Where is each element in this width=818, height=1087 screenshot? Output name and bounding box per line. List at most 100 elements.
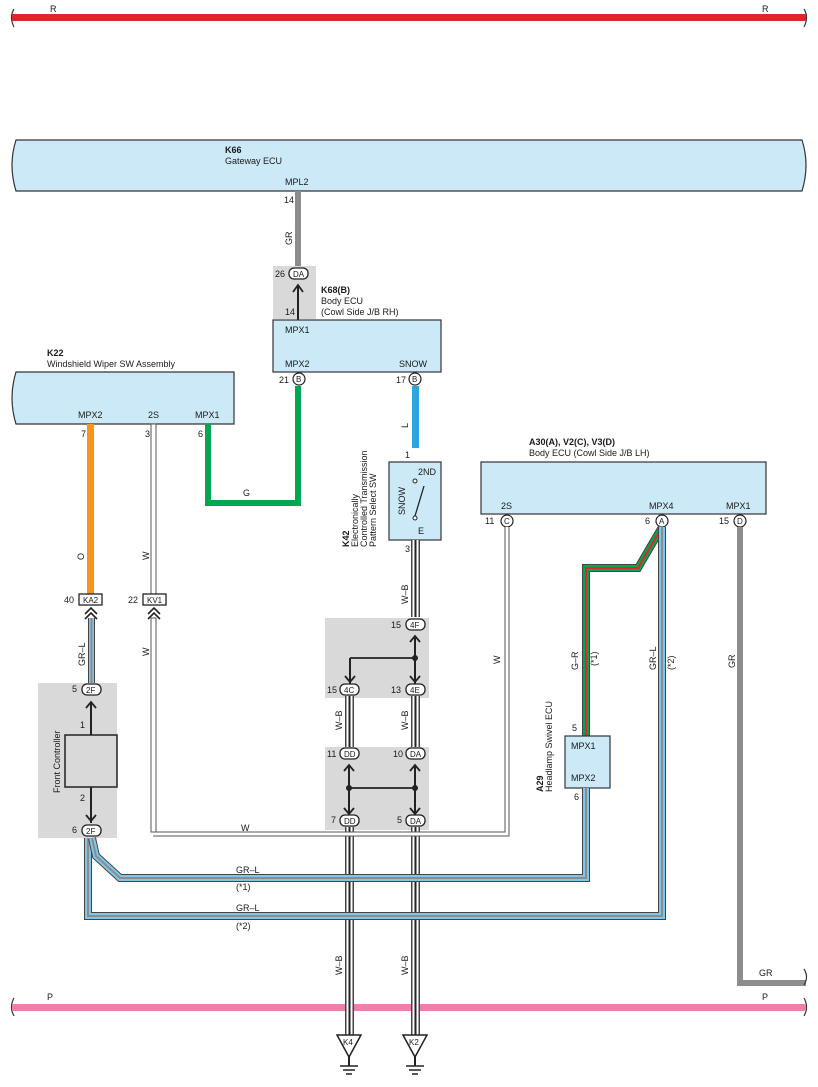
connector-da-top-pin: 26 xyxy=(275,269,285,279)
wire-label-wb-dd: W–B xyxy=(334,955,344,975)
connector-kv1-pin: 22 xyxy=(128,595,138,605)
pattern-sw-term-e: E xyxy=(418,526,424,536)
wiper-name: Windshield Wiper SW Assembly xyxy=(47,359,176,369)
wire-grl-mpx4 xyxy=(84,527,666,920)
connector-da-top: DA 26 xyxy=(275,267,309,320)
wire-w-2s-right xyxy=(153,527,509,836)
connector-da-bottom-pin: 5 xyxy=(397,815,402,825)
wire-gr-mpx4 xyxy=(582,524,666,736)
wire-label-wb-4c: W–B xyxy=(334,710,344,730)
junction-block-dd: 11 DD 10 DA 7 DD 5 DA xyxy=(325,747,429,830)
front-controller-pin-top: 1 xyxy=(80,720,85,730)
body-ecu-lh-conn-d: D xyxy=(737,517,743,526)
headlamp-name: Headlamp Swivel ECU xyxy=(544,701,554,792)
pattern-sw-line1: Electronically xyxy=(350,493,360,547)
connector-2f-bottom-label: 2F xyxy=(86,827,95,836)
connector-4c-label: 4C xyxy=(344,686,354,695)
gateway-ecu: K66 Gateway ECU MPL2 14 xyxy=(11,139,807,205)
gateway-name: Gateway ECU xyxy=(225,156,282,166)
wire-wb-4e xyxy=(411,696,420,748)
body-ecu-rh-pin-mpx2: 21 xyxy=(279,375,289,385)
body-ecu-rh-location: (Cowl Side J/B RH) xyxy=(321,307,399,317)
wire-wb-da xyxy=(411,827,420,1035)
wire-label-l: L xyxy=(400,423,410,428)
wire-note-bottom1: (*1) xyxy=(236,882,251,892)
connector-kv1: 22 KV1 xyxy=(128,593,167,620)
wire-label-w-2s-right: W xyxy=(492,655,502,664)
body-ecu-lh-pin-mpx1: 15 xyxy=(719,516,729,526)
front-controller-name: Front Controller xyxy=(52,730,62,793)
pattern-sw-pin-top: 1 xyxy=(405,450,410,460)
rail-r: R R xyxy=(10,4,808,28)
wire-label-w-bottom: W xyxy=(241,823,250,833)
pattern-sw-pos-snow: SNOW xyxy=(397,486,407,515)
connector-da-mid-pin: 10 xyxy=(393,749,403,759)
pattern-sw-pin-bottom: 3 xyxy=(405,544,410,554)
wiper-term-mpx1: MPX1 xyxy=(195,410,220,420)
pattern-select-switch: 1 2ND E SNOW K42 Electronically Controll… xyxy=(341,450,442,554)
body-ecu-lh-conn-a: A xyxy=(659,517,665,526)
body-ecu-rh-conn-b-1: B xyxy=(296,375,301,384)
connector-da-top-label: DA xyxy=(293,270,305,279)
connector-dd-top-pin: 11 xyxy=(327,749,336,759)
connector-2f-top-pin: 5 xyxy=(72,684,77,694)
pattern-sw-line3: Pattern Select SW xyxy=(368,473,378,547)
wire-g xyxy=(205,386,301,506)
rail-r-left-label: R xyxy=(50,4,57,14)
body-ecu-lh-term-2s: 2S xyxy=(501,501,512,511)
wire-label-o: O xyxy=(76,553,86,560)
wire-label-w-2s: W xyxy=(141,551,151,560)
pattern-sw-term-2nd: 2ND xyxy=(418,467,437,477)
wire-wb-4c xyxy=(345,696,354,748)
wire-w-2s xyxy=(150,423,157,595)
ground-k4: K4 xyxy=(335,1034,363,1075)
body-ecu-rh-conn-b-2: B xyxy=(412,375,417,384)
wire-label-grl-bottom2: GR–L xyxy=(236,903,260,913)
front-controller-pin-bottom: 2 xyxy=(80,793,85,803)
body-ecu-lh-pin-2s: 11 xyxy=(485,516,494,526)
wire-label-wb-4e: W–B xyxy=(400,710,410,730)
connector-dd-bottom-label: DD xyxy=(344,817,356,826)
headlamp-term-mpx1: MPX1 xyxy=(571,741,596,751)
headlamp-term-mpx2: MPX2 xyxy=(571,773,596,783)
connector-ka2: 40 KA2 xyxy=(64,593,103,620)
wire-note-1: (*1) xyxy=(589,651,599,666)
body-ecu-rh-pin-mpx1: 14 xyxy=(285,307,295,317)
wire-label-grl-ka2: GR–L xyxy=(77,642,87,666)
wire-label-g: G xyxy=(243,488,250,498)
body-ecu-rh: K68(B) Body ECU (Cowl Side J/B RH) 14 MP… xyxy=(272,285,442,386)
connector-ka2-pin: 40 xyxy=(64,595,74,605)
connector-4e-label: 4E xyxy=(410,686,420,695)
wire-label-grl-bottom1: GR–L xyxy=(236,865,260,875)
wire-gr-mpx1 xyxy=(737,527,806,986)
body-ecu-lh-pin-mpx4: 6 xyxy=(645,516,650,526)
wiper-pin-mpx1: 6 xyxy=(198,429,203,439)
wire-label-gr-gateway: GR xyxy=(284,231,294,245)
rail-p-left-label: P xyxy=(47,992,53,1002)
connector-4f-pin: 15 xyxy=(391,620,401,630)
ground-k2-label: K2 xyxy=(409,1038,419,1047)
wire-wb-dd xyxy=(345,827,354,1035)
connector-ka2-label: KA2 xyxy=(83,596,99,605)
wire-label-gr-rail: GR xyxy=(759,968,773,978)
body-ecu-lh-term-mpx1: MPX1 xyxy=(726,501,751,511)
body-ecu-lh-name: Body ECU (Cowl Side J/B LH) xyxy=(529,448,650,458)
connector-4e-pin: 13 xyxy=(391,685,401,695)
wiper-term-2s: 2S xyxy=(148,410,159,420)
body-ecu-lh-term-mpx4: MPX4 xyxy=(649,501,674,511)
wire-label-wb-da: W–B xyxy=(400,955,410,975)
wire-w-kv1 xyxy=(150,617,157,833)
wiper-sw-assembly: K22 Windshield Wiper SW Assembly MPX2 2S… xyxy=(11,348,235,439)
body-ecu-rh-term-mpx2: MPX2 xyxy=(285,359,310,369)
gateway-code: K66 xyxy=(225,145,242,155)
ground-k4-label: K4 xyxy=(343,1038,353,1047)
ground-k2: K2 xyxy=(401,1034,429,1075)
wire-label-gr-mpx1: GR xyxy=(727,654,737,668)
connector-4f-label: 4F xyxy=(410,621,419,630)
body-ecu-lh: A30(A), V2(C), V3(D) Body ECU (Cowl Side… xyxy=(480,437,767,528)
connector-2f-top-label: 2F xyxy=(86,686,95,695)
gateway-terminal: MPL2 xyxy=(285,177,309,187)
wire-label-gr-mpx4: G–R xyxy=(570,651,580,670)
headlamp-pin-mpx1: 5 xyxy=(572,723,577,733)
